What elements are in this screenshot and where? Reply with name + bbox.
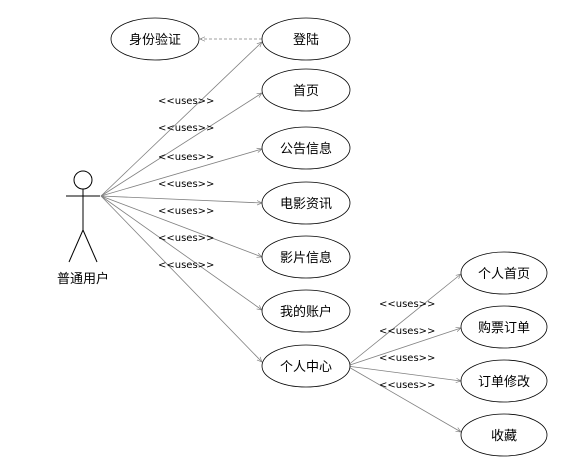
uses-label: <<uses>> [158, 96, 214, 107]
use-case-notice: 公告信息 [261, 126, 351, 170]
edge-film [100, 195, 262, 257]
edge-news [100, 195, 262, 203]
use-case-film: 影片信息 [261, 235, 351, 279]
use-case-order: 购票订单 [460, 305, 548, 349]
uses-label: <<uses>> [379, 353, 435, 364]
uses-label: <<uses>> [158, 152, 214, 163]
uses-label: <<uses>> [158, 179, 214, 190]
use-case-label: 影片信息 [280, 250, 332, 266]
use-case-home: 首页 [261, 68, 351, 112]
uses-label: <<uses>> [379, 299, 435, 310]
actor-left-leg [68, 229, 84, 263]
use-case-label: 收藏 [491, 429, 517, 444]
edge-order [346, 328, 461, 367]
uses-label: <<uses>> [158, 206, 214, 217]
use-case-label: 我的账户 [280, 304, 332, 320]
edge-home [100, 93, 262, 197]
uses-labels: <<uses>> <<uses>> <<uses>> <<uses>> <<us… [158, 96, 435, 391]
edge-account [100, 195, 262, 310]
actor-edges [100, 42, 262, 362]
use-case-label: 公告信息 [280, 141, 332, 157]
use-case-label: 首页 [293, 84, 319, 99]
use-case-label: 电影资讯 [280, 197, 332, 212]
edge-favorite [346, 365, 461, 432]
edge-order-edit [346, 365, 461, 381]
use-case-label: 登陆 [293, 32, 319, 48]
uses-label: <<uses>> [158, 233, 214, 244]
actor-head [73, 170, 93, 190]
uses-label: <<uses>> [379, 380, 435, 391]
use-case-label: 订单修改 [478, 375, 530, 390]
use-case-account: 我的账户 [261, 289, 351, 333]
uses-label: <<uses>> [379, 326, 435, 337]
actor-stick-figure [66, 170, 100, 263]
use-case-label: 购票订单 [478, 320, 530, 336]
use-case-login: 登陆 [261, 17, 351, 61]
use-case-label: 个人中心 [280, 360, 332, 375]
use-case-order-edit: 订单修改 [460, 359, 548, 403]
edge-login [100, 42, 262, 197]
use-case-personal-home: 个人首页 [460, 251, 548, 295]
use-case-news: 电影资讯 [261, 181, 351, 225]
center-edges [346, 274, 461, 432]
use-case-auth: 身份验证 [110, 17, 200, 61]
edge-center [100, 195, 262, 362]
use-case-favorite: 收藏 [460, 413, 548, 457]
edge-personal-home [346, 274, 461, 367]
edge-notice [100, 149, 262, 197]
actor-right-leg [82, 229, 98, 263]
use-case-center: 个人中心 [261, 344, 351, 388]
use-case-label: 个人首页 [478, 267, 530, 282]
use-case-label: 身份验证 [129, 32, 181, 48]
actor-label: 普通用户 [57, 271, 109, 287]
uses-label: <<uses>> [158, 260, 214, 271]
uses-label: <<uses>> [158, 123, 214, 134]
